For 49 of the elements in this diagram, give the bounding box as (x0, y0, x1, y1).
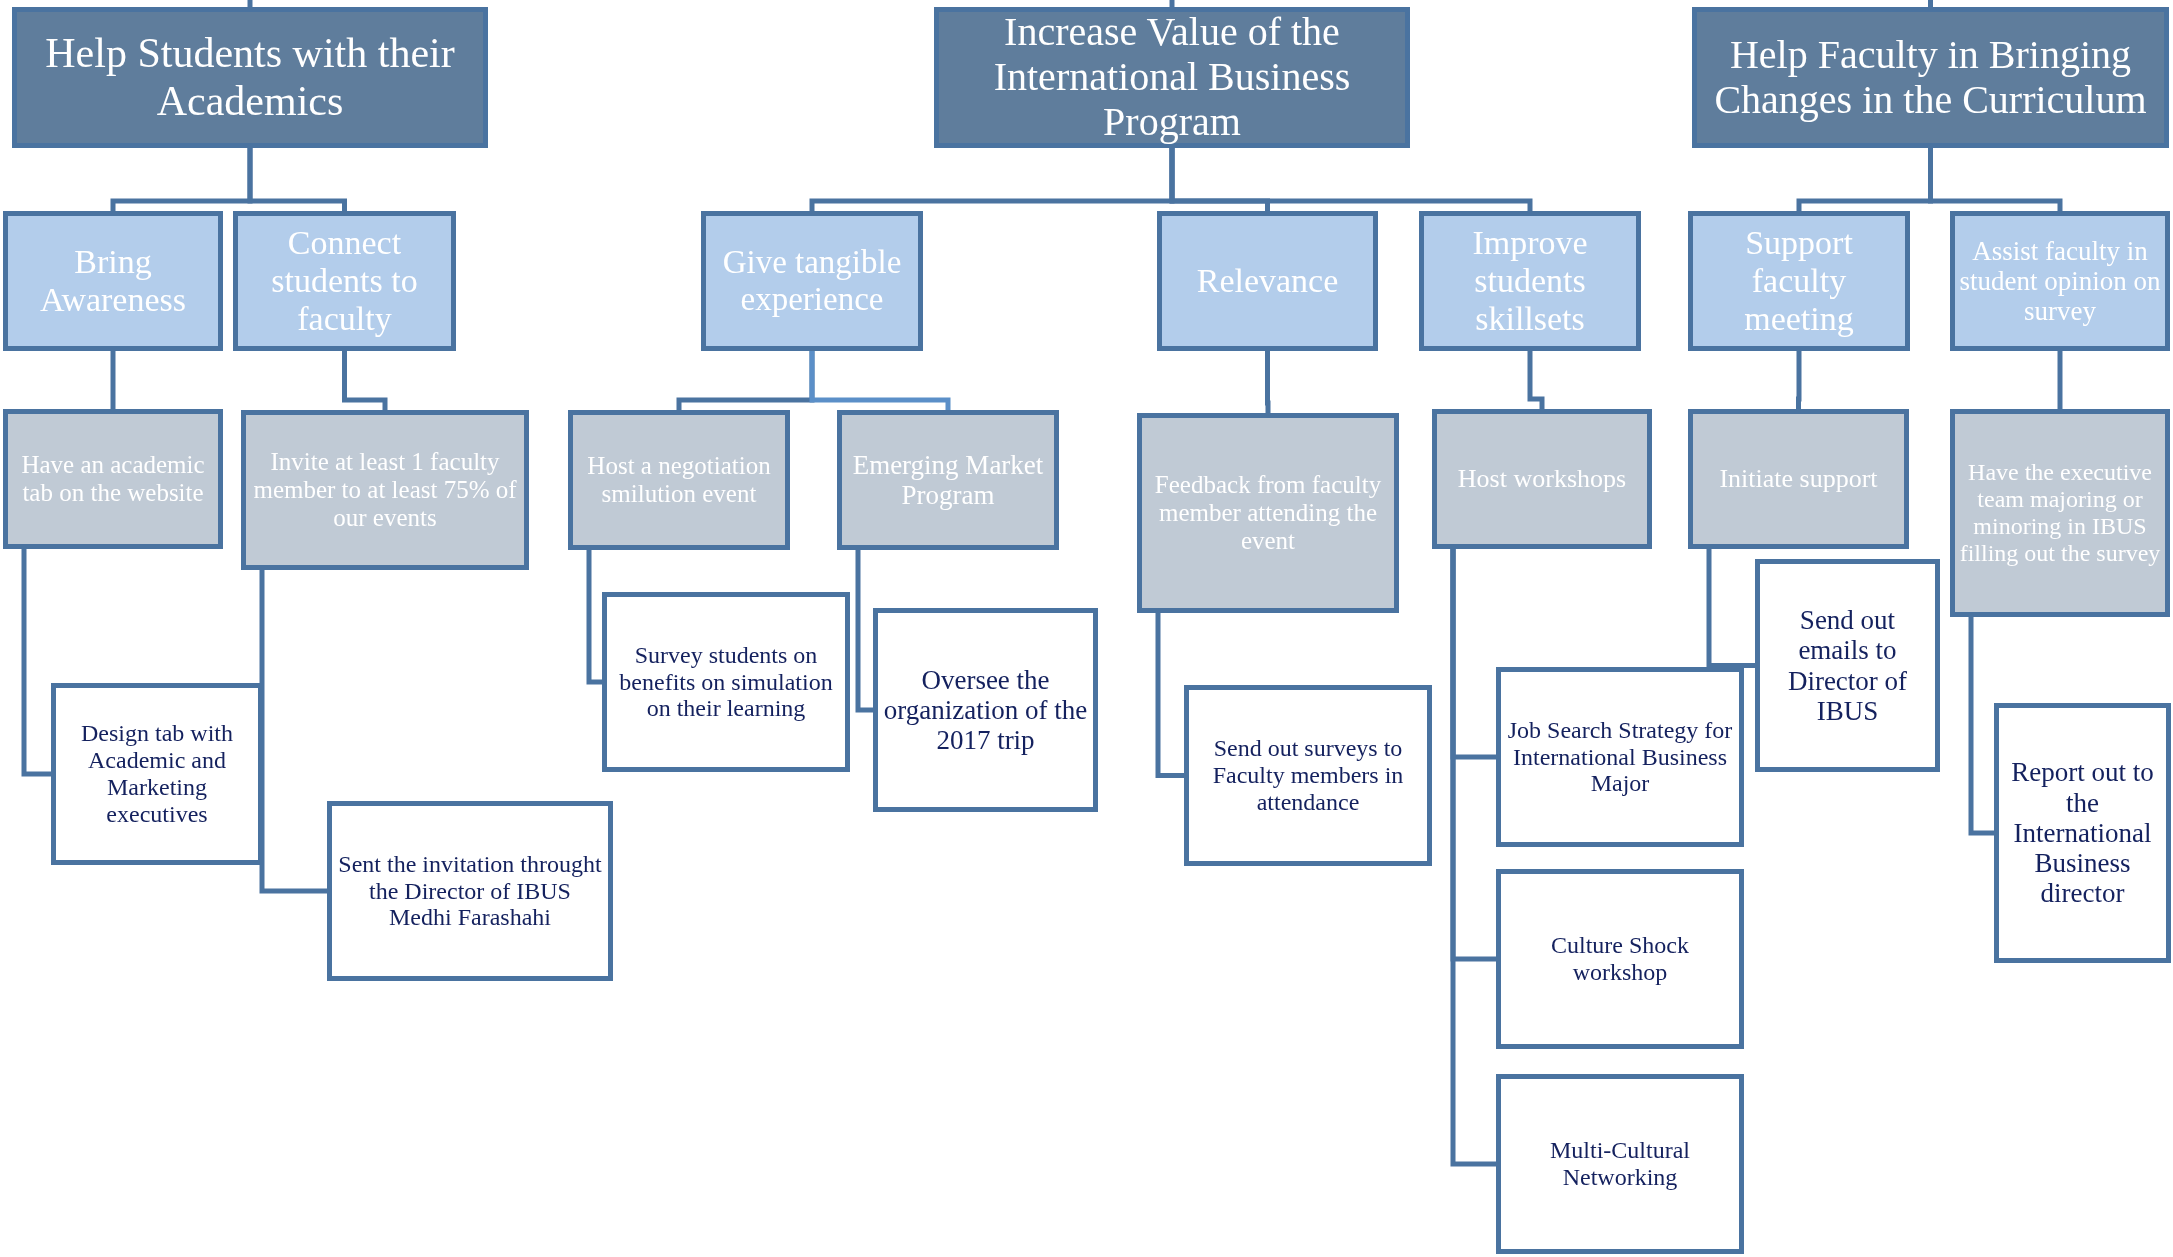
goal-box: Help Students with their Academics (12, 7, 488, 148)
strategy-box: Feedback from faculty member attending the event (1137, 413, 1399, 613)
action-box: Send out emails to Director of IBUS (1755, 559, 1940, 772)
connector-line (1155, 613, 1184, 778)
strategy-box: Emerging Market Program (837, 410, 1059, 550)
connector-line (1450, 549, 1496, 1167)
objective-box: Connect students to faculty (233, 211, 456, 351)
action-box: Job Search Strategy for International Business Major (1496, 667, 1744, 847)
connector-line (1796, 351, 1802, 409)
connector-line (1928, 148, 2063, 211)
objective-box: Improve students skillsets (1419, 211, 1641, 351)
connector-line (110, 351, 116, 409)
connector-line (1169, 148, 1533, 211)
connector-line (586, 550, 602, 685)
strategy-box: Initiate support (1688, 409, 1909, 549)
connector-line (21, 549, 51, 777)
action-box: Survey students on benefits on simulation on their learning (602, 592, 850, 772)
strategy-box: Have the executive team majoring or minoring in IBUS filling out the survey (1950, 409, 2170, 617)
goal-box: Help Faculty in Bringing Changes in the Curriculum (1692, 7, 2169, 148)
connector-line (1928, 0, 1933, 7)
connector-line (259, 570, 327, 894)
strategy-box: Host workshops (1432, 409, 1652, 549)
action-box: Sent the invitation throught the Director of IBUS Medhi Farashahi (327, 801, 613, 981)
objective-box: Give tangible experience (701, 211, 923, 351)
connector-line (1169, 0, 1175, 7)
goal-box: Increase Value of the International Business Program (934, 7, 1410, 148)
connector-line (247, 0, 253, 7)
connector-line (1706, 549, 1755, 668)
objective-box: Support faculty meeting (1688, 211, 1910, 351)
objective-box: Relevance (1157, 211, 1378, 351)
connector-line (855, 550, 873, 713)
action-box: Send out surveys to Faculty members in attendance (1184, 685, 1432, 866)
connector-line (1968, 617, 1994, 836)
action-box: Design tab with Academic and Marketing executives (51, 683, 263, 865)
connector-line (342, 351, 388, 410)
connector-line (2057, 351, 2063, 409)
action-box: Culture Shock workshop (1496, 869, 1744, 1049)
connector-line (809, 351, 951, 410)
objective-box: Assist faculty in student opinion on survey (1950, 211, 2170, 351)
connector-line (1265, 351, 1271, 413)
objective-box: Bring Awareness (3, 211, 223, 351)
action-box: Report out to the International Business director (1994, 703, 2171, 963)
connector-line (1527, 351, 1545, 409)
strategy-box: Invite at least 1 faculty member to at least 75% of our events (241, 410, 529, 570)
action-box: Oversee the organization of the 2017 trip (873, 608, 1098, 812)
connector-line (247, 148, 347, 211)
strategy-box: Host a negotiation smilution event (568, 410, 790, 550)
strategy-box: Have an academic tab on the website (3, 409, 223, 549)
action-box: Multi-Cultural Networking (1496, 1074, 1744, 1254)
